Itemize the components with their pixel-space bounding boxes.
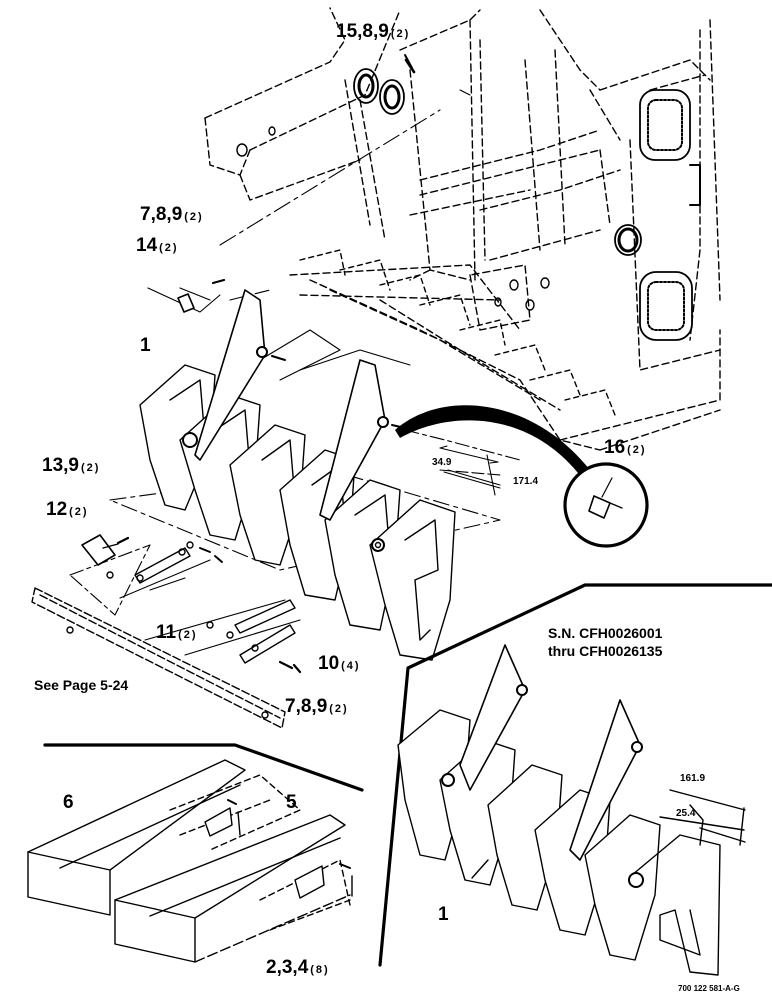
dimension-171-4: 171.4 <box>513 476 539 487</box>
callout-10: 10(4) <box>318 653 361 674</box>
leader-lines <box>69 89 521 656</box>
bottom-left-detail <box>27 759 353 963</box>
bottom-right-detail <box>397 644 746 976</box>
serial-range-line-1: S.N. CFH0026001 <box>548 625 663 641</box>
callout-7-8-9-bottom: 7,8,9(2) <box>285 696 349 717</box>
dimension-161-9: 161.9 <box>680 773 706 784</box>
dimension-34-9: 34.9 <box>432 457 452 468</box>
callout-1-detail: 1 <box>438 904 449 925</box>
dimension-25-4: 25.4 <box>676 808 696 819</box>
callout-11: 11(2) <box>156 622 198 643</box>
see-page-note: See Page 5-24 <box>34 677 129 693</box>
serial-range-line-2: thru CFH0026135 <box>548 643 663 659</box>
detail-16 <box>395 405 649 548</box>
main-guard-assembly <box>31 58 456 729</box>
callout-15-8-9: 15,8,9(2) <box>336 21 411 42</box>
callout-13-9: 13,9(2) <box>42 455 101 476</box>
callout-7-8-9-top: 7,8,9(2) <box>140 204 204 225</box>
callout-16: 16(2) <box>604 437 647 458</box>
callout-6: 6 <box>63 792 74 813</box>
callout-1-main: 1 <box>140 335 151 356</box>
dimension-lines <box>439 445 501 496</box>
section-dividers <box>43 583 772 967</box>
figure-code: 700 122 581-A-G <box>678 984 740 993</box>
callout-5: 5 <box>286 792 297 813</box>
callout-14: 14(2) <box>136 235 179 256</box>
callout-2-3-4: 2,3,4(8) <box>266 957 330 978</box>
frame-assembly <box>204 7 721 451</box>
callout-12: 12(2) <box>46 499 89 520</box>
